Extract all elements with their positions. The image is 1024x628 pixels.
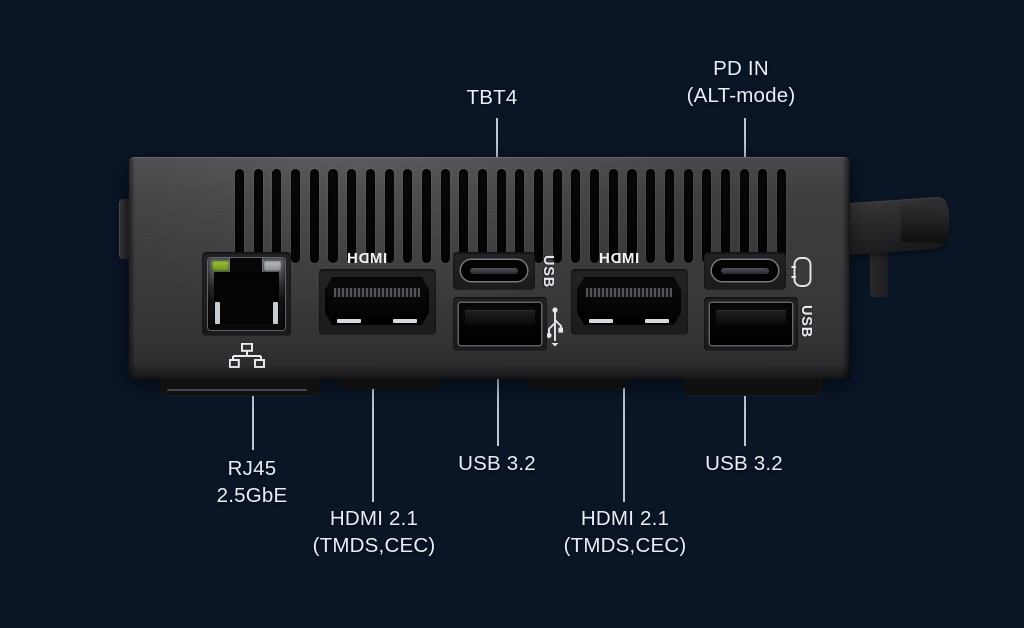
vent-slot [477, 169, 488, 263]
vent-slot [440, 169, 450, 263]
usbc-tbt4-silkscreen: USB [540, 255, 556, 288]
chassis-edge-right [842, 157, 850, 379]
vent-slot [571, 169, 581, 263]
label-tbt4-line1: TBT4 [466, 86, 518, 109]
lan-icon [228, 342, 265, 374]
vent-slot [534, 169, 544, 263]
hdmi-right-cavity [577, 277, 681, 325]
leader-rj45 [252, 370, 254, 450]
label-hdmi-left-line1: HDMI 2.1 [329, 507, 419, 530]
vent-slot [683, 169, 693, 263]
vent-slot [646, 169, 656, 263]
vent-slot [365, 169, 375, 263]
vent-slot [459, 169, 469, 263]
leader-usb32-left [497, 366, 499, 446]
hdmi-right-silkscreen: HDMI [599, 250, 640, 267]
port-usba-right[interactable] [710, 303, 792, 345]
vent-slot [291, 169, 301, 263]
label-tbt4: TBT4 [432, 84, 552, 111]
port-usbc-tbt4[interactable] [461, 260, 527, 281]
label-pd-in-line2: (ALT-mode) [686, 84, 796, 107]
bottom-foot [684, 375, 822, 396]
port-hdmi-right[interactable]: HDMI [577, 250, 681, 325]
chassis-edge-bottom [129, 365, 850, 379]
vent-slot [235, 169, 245, 263]
vent-slot [627, 169, 637, 263]
label-rj45-line1: RJ45 [227, 457, 277, 480]
vent-slot [776, 169, 787, 263]
vent-slot [739, 169, 749, 263]
label-pd-in: PD IN (ALT-mode) [645, 55, 837, 109]
power-plug-icon [791, 257, 813, 292]
port-hdmi-left[interactable]: HDMI [325, 250, 429, 325]
label-hdmi-left: HDMI 2.1 (TMDS,CEC) [296, 505, 452, 559]
wifi-antenna [840, 196, 947, 256]
vent-slot [328, 169, 338, 263]
leader-usb32-right [744, 366, 746, 446]
left-side-flange [119, 199, 131, 259]
rj45-clip-left [215, 302, 220, 324]
usba-right-silkscreen: USB [798, 305, 814, 338]
label-rj45-line2: 2.5GbE [216, 484, 288, 507]
vent-slot [758, 169, 768, 263]
hdmi-left-silk-text: HDMI [347, 250, 388, 267]
chassis-edge-left [129, 157, 135, 379]
chassis-rear-panel: HDMI USB [129, 157, 850, 379]
hdmi-left-lip [337, 319, 361, 323]
hdmi-right-pins [586, 288, 672, 297]
vent-slot [664, 169, 674, 263]
vent-slot [720, 169, 730, 263]
label-hdmi-right-line1: HDMI 2.1 [580, 507, 670, 530]
port-usbc-pd[interactable] [712, 260, 778, 281]
label-usb32-right: USB 3.2 [684, 450, 804, 477]
mini-pc-device: HDMI USB [119, 157, 947, 396]
vent-slot [515, 169, 525, 263]
vent-slot [496, 169, 506, 263]
hdmi-left-cavity [325, 277, 429, 325]
vent-slot [347, 169, 357, 263]
label-usb32-right-line1: USB 3.2 [705, 452, 783, 475]
hdmi-left-pins [334, 288, 420, 297]
label-hdmi-right-line2: (TMDS,CEC) [563, 534, 687, 557]
usba-right-silk-text: USB [798, 305, 814, 339]
label-pd-in-line1: PD IN [713, 57, 769, 80]
label-hdmi-left-line2: (TMDS,CEC) [312, 534, 436, 557]
rj45-clip-right [273, 302, 278, 324]
rj45-cavity [214, 272, 279, 324]
vent-slot [253, 169, 263, 263]
bottom-foot [159, 375, 321, 396]
hdmi-left-silkscreen: HDMI [347, 250, 388, 267]
leader-hdmi-left [372, 366, 374, 502]
rj45-led-gray [264, 261, 281, 271]
port-rj45[interactable] [208, 258, 285, 330]
vent-slot [272, 169, 282, 263]
vent-slot [590, 169, 600, 263]
vent-slot [702, 169, 712, 263]
hdmi-right-lip [645, 319, 669, 323]
vent-slot [403, 169, 413, 263]
label-usb32-left-line1: USB 3.2 [458, 452, 536, 475]
usb-trident-icon [546, 307, 564, 352]
hdmi-right-silk-text: HDMI [599, 250, 640, 267]
label-usb32-left: USB 3.2 [437, 450, 557, 477]
usbc-tbt4-silk-text: USB [540, 255, 556, 289]
ventilation-grille [235, 169, 787, 263]
rj45-led-green [212, 261, 229, 271]
vent-slot [309, 169, 319, 263]
foot-highlight [167, 389, 307, 391]
vent-slot [608, 169, 618, 263]
hdmi-right-lip [589, 319, 613, 323]
port-usba-left[interactable] [459, 303, 541, 345]
vent-slot [552, 169, 562, 263]
label-hdmi-right: HDMI 2.1 (TMDS,CEC) [547, 505, 703, 559]
vent-slot [421, 169, 431, 263]
vent-slot [384, 169, 394, 263]
label-rj45: RJ45 2.5GbE [190, 455, 314, 509]
hdmi-left-lip [393, 319, 417, 323]
leader-hdmi-right [623, 366, 625, 502]
rj45-tab-slot [230, 258, 262, 274]
